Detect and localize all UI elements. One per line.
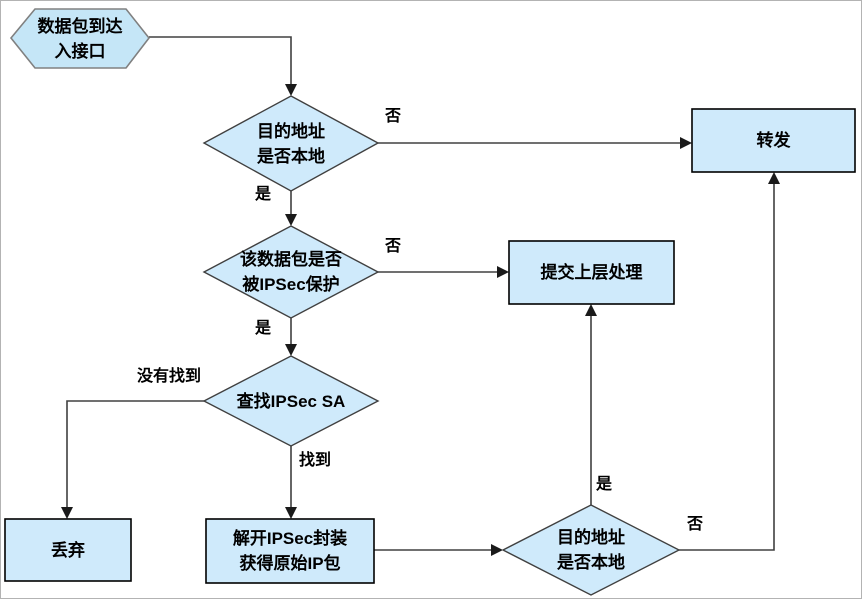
lookup-sa-shape	[202, 355, 380, 447]
edge-decision4-no-to-forward	[679, 172, 780, 551]
decision-ipsec-protected-shape	[202, 225, 380, 319]
upper-layer-node-shape	[508, 240, 675, 305]
start-node-shape	[9, 8, 151, 69]
edge-start-to-decision1	[149, 36, 297, 96]
discard-node-shape	[4, 518, 132, 582]
decision-dest-local-2-shape	[501, 504, 681, 596]
shapes-group	[4, 8, 856, 596]
edges-group	[61, 36, 780, 556]
decapsulate-node-shape	[205, 518, 375, 584]
decision-dest-local-1-shape	[202, 95, 380, 192]
forward-node-shape	[691, 108, 856, 173]
edge-lookup-sa-notfound-to-discard	[61, 400, 204, 519]
